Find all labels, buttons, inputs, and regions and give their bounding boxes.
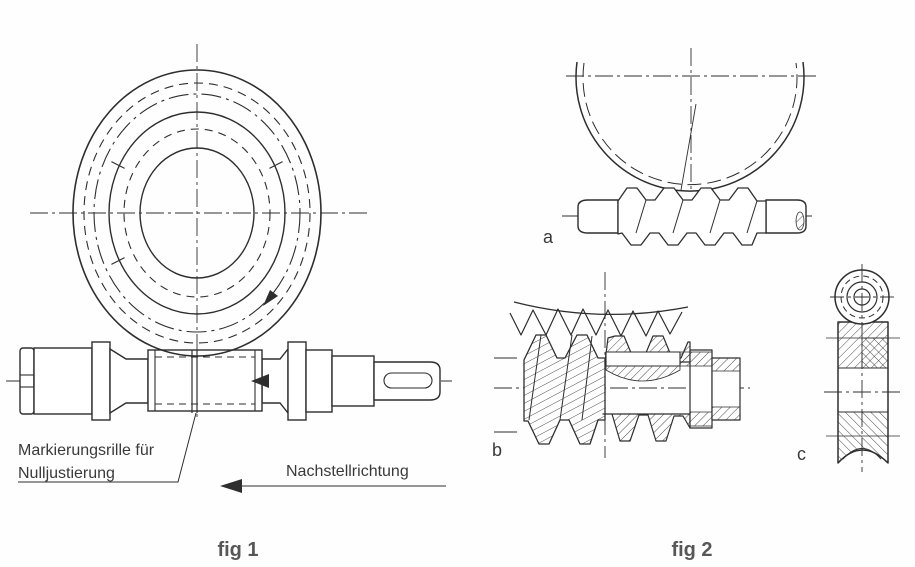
view-a-wheel xyxy=(566,48,816,192)
view-b-thread-flank-lines xyxy=(528,334,593,421)
worm-body-details xyxy=(154,350,256,413)
view-a-shaft-end-face xyxy=(795,211,805,231)
shaft-left-neck xyxy=(109,347,149,415)
view-b-wheel-rim-arc xyxy=(513,301,689,316)
shaft-right-cylinder-2 xyxy=(331,355,375,407)
shaft-keyway-slot xyxy=(383,372,433,389)
view-a-worm-left-shaft xyxy=(577,199,619,234)
worm-body xyxy=(147,349,263,412)
view-a-mesh-line xyxy=(680,103,697,191)
wheel-outer-ring xyxy=(72,69,322,357)
drawing-root: Markierungsrille für Nulljustierung Nach… xyxy=(6,44,902,561)
view-c-bearing-eye xyxy=(830,264,894,472)
wheel-ring-dashed-outer xyxy=(83,82,311,344)
fig2-view-a-worm-and-wheel: a xyxy=(543,48,816,247)
adjustment-direction-arrowhead xyxy=(220,479,242,493)
fig2-view-c-rim-section: c xyxy=(797,264,902,472)
view-c-bottom-hatch-block xyxy=(837,411,889,464)
marking-groove-label-line1: Markierungsrille für xyxy=(18,442,155,459)
shaft-left-slot xyxy=(20,374,35,388)
fig1-worm-shaft-side-view xyxy=(19,341,441,421)
fig1-caption: fig 1 xyxy=(217,539,258,561)
shaft-centerline-arrowhead xyxy=(251,374,269,388)
shaft-left-collar xyxy=(91,341,111,421)
view-b-keyway-bar xyxy=(605,351,681,367)
view-a-thread-flanks xyxy=(635,199,758,234)
fig2-worm-detail-views: a xyxy=(492,48,902,561)
wheel-rotation-arrowhead xyxy=(263,290,278,306)
view-a-wheel-outer-arc xyxy=(575,61,805,192)
fig1-annotations: Markierungsrille für Nulljustierung Nach… xyxy=(18,412,446,493)
wheel-ring-dashed-inner xyxy=(123,128,271,298)
view-b-keyway-end-block xyxy=(679,351,691,367)
view-c-body xyxy=(824,321,902,464)
shaft-left-cylinder xyxy=(33,347,93,415)
wheel-ring-solid xyxy=(108,111,286,315)
view-b-worm-elevation xyxy=(523,334,606,445)
view-c-top-hatch-step xyxy=(861,337,889,369)
fig1-worm-gear-assembly: Markierungsrille für Nulljustierung Nach… xyxy=(6,44,452,561)
fig1-worm-wheel-front-view xyxy=(72,69,322,357)
marking-groove-label-line2: Nulljustierung xyxy=(18,465,115,482)
view-a-wheel-inner-arc xyxy=(582,62,798,186)
wheel-pitch-circle xyxy=(93,93,301,333)
view-a-letter: a xyxy=(543,227,554,247)
marking-groove-leader-line xyxy=(18,412,197,483)
view-b-section-bottom-teeth xyxy=(602,413,691,442)
view-a-worm xyxy=(562,187,814,246)
fig2-caption: fig 2 xyxy=(671,539,712,561)
view-b-section-hub-web xyxy=(605,365,681,382)
view-b-wheel-teeth xyxy=(509,308,683,337)
wheel-tick-marks xyxy=(111,161,283,265)
wheel-bore-ring xyxy=(139,147,255,279)
adjustment-direction-label: Nachstellrichtung xyxy=(286,463,409,480)
view-b-worm-cross-section xyxy=(602,335,741,442)
shaft-right-cylinder-1 xyxy=(305,349,333,413)
view-c-extension-lines xyxy=(826,337,900,437)
shaft-left-end-cap xyxy=(19,347,35,415)
shaft-right-collar xyxy=(287,341,307,421)
view-c-letter: c xyxy=(797,444,806,464)
view-a-worm-threads xyxy=(617,187,767,246)
view-b-letter: b xyxy=(492,440,502,460)
fig2-view-b-worm-section: b xyxy=(492,272,750,460)
